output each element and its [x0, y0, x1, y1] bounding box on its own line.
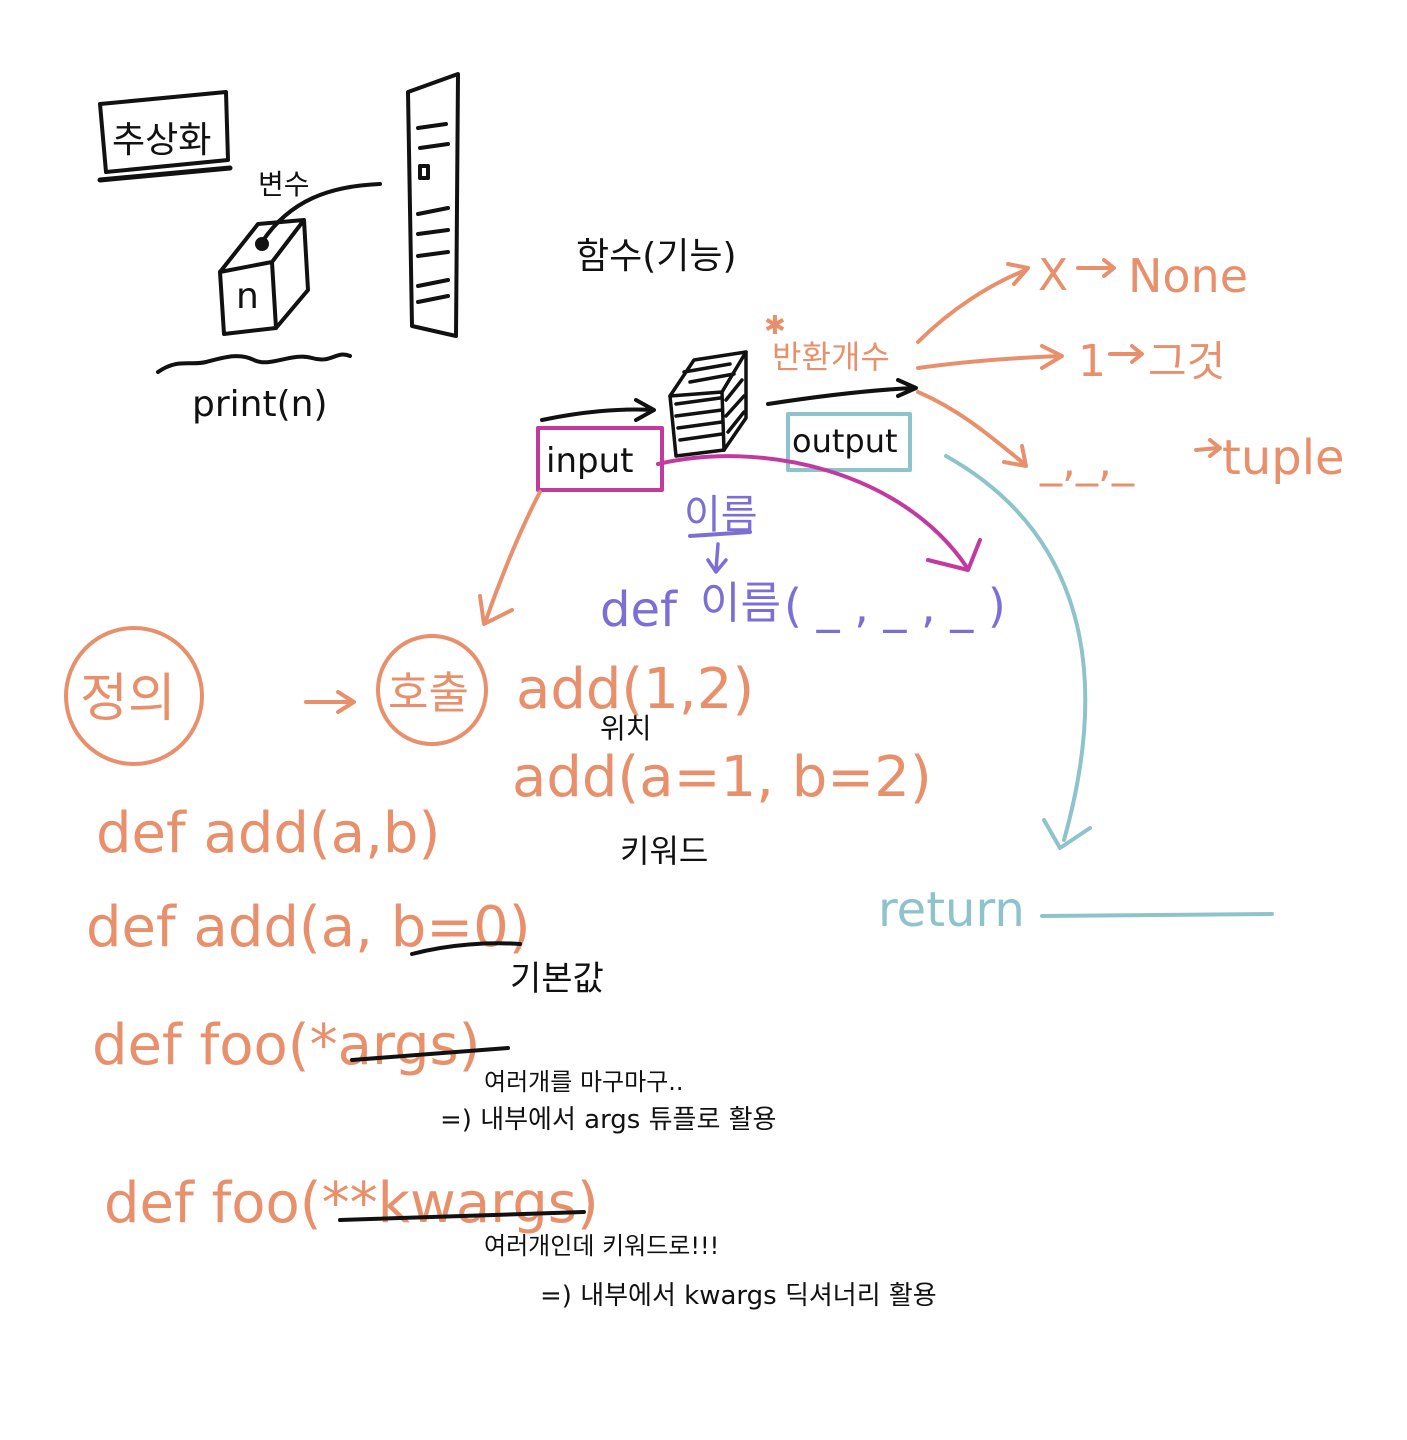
- define-circle: [64, 626, 204, 766]
- wavy-underline: [156, 352, 352, 374]
- output-arrow: [766, 378, 918, 406]
- call-circle: [376, 634, 488, 746]
- memory-slot-4: [416, 228, 450, 236]
- def-foo-args-code: def foo(*args): [92, 1013, 481, 1078]
- memory-slot-2: [418, 142, 450, 150]
- def-add-code: def add(a,b): [96, 801, 440, 866]
- memory-slot-3: [416, 206, 450, 216]
- kwargs-underline: [338, 1210, 586, 1222]
- function-box-icon: [668, 350, 748, 458]
- name-down-arrow: [706, 542, 728, 574]
- print-call: print(n): [192, 384, 328, 425]
- memory-column: [406, 72, 460, 338]
- output-to-return-arc: [944, 454, 1092, 850]
- call-label: 호출: [388, 668, 469, 719]
- memory-slot-6: [416, 278, 450, 288]
- define-to-call-arrow: [304, 690, 356, 714]
- input-to-call-arrow: [478, 490, 542, 626]
- return-none-result: None: [1128, 249, 1248, 303]
- args-note-2: =) 내부에서 args 튜플로 활용: [440, 1105, 776, 1135]
- memory-slot-7: [416, 294, 450, 304]
- function-title: 함수(기능): [576, 236, 737, 277]
- call-keyword-code: add(a=1, b=2): [512, 745, 932, 810]
- call-positional-note: 위치: [600, 712, 652, 745]
- variable-pointer-line: [260, 182, 382, 244]
- title-frame-shadow: [97, 165, 233, 183]
- return-many-result: tuple: [1222, 430, 1345, 486]
- return-many-count: _,_,_: [1039, 436, 1135, 487]
- variable-box-label: n: [236, 276, 259, 317]
- abstraction-section: [97, 72, 460, 374]
- memory-slot-5: [416, 250, 450, 258]
- kwargs-note-2: =) 내부에서 kwargs 딕셔너리 활용: [540, 1281, 937, 1311]
- name-underline: [688, 530, 752, 538]
- define-label: 정의: [80, 669, 176, 729]
- cube-icon: [218, 218, 310, 336]
- def-params: ( _ , _ , _ ): [784, 579, 1006, 633]
- return-none-count: X: [1038, 250, 1068, 301]
- input-to-params-arc: [656, 454, 982, 572]
- variable-label: 변수: [258, 168, 310, 201]
- memory-slot-1: [416, 122, 448, 130]
- def-name: 이름: [700, 578, 781, 629]
- call-positional-code: add(1,2): [516, 657, 754, 722]
- input-arrow: [540, 398, 656, 422]
- default-value-note: 기본값: [510, 959, 604, 999]
- output-box: [786, 412, 912, 472]
- def-foo-kwargs-code: def foo(**kwargs): [104, 1171, 599, 1236]
- return-branch-arrows: [916, 258, 1222, 468]
- return-one-count: 1: [1078, 336, 1106, 387]
- call-keyword-note: 키워드: [620, 832, 708, 870]
- args-note-1: 여러개를 마구마구..: [484, 1068, 684, 1096]
- default-underline: [410, 941, 522, 956]
- input-label: input: [546, 441, 633, 481]
- star-icon: ✱: [764, 311, 786, 341]
- return-keyword: return: [878, 882, 1025, 938]
- def-keyword: def: [600, 582, 678, 638]
- output-label: output: [792, 422, 898, 460]
- return-blank-line: [1040, 912, 1274, 918]
- memory-cell: [418, 164, 430, 180]
- title-frame: [98, 90, 230, 174]
- input-box: [536, 426, 664, 492]
- args-underline: [350, 1046, 510, 1062]
- return-count-label: 반환개수: [772, 338, 890, 376]
- return-one-result: 그것: [1148, 337, 1225, 386]
- abstraction-title: 추상화: [112, 120, 211, 161]
- kwargs-note-1: 여러개인데 키워드로!!!: [484, 1232, 719, 1260]
- def-add-default-code: def add(a, b=0): [86, 895, 531, 960]
